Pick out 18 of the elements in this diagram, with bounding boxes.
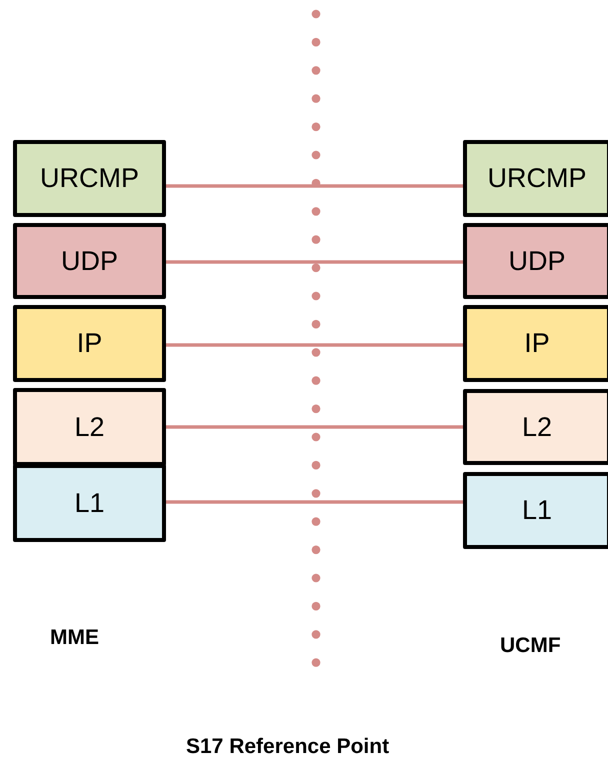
protocol-layer-box: URCMP (13, 140, 166, 217)
protocol-layer-box: L2 (13, 388, 166, 466)
connector-line (166, 260, 463, 264)
protocol-layer-box: L1 (13, 464, 166, 542)
protocol-layer-box: URCMP (463, 140, 608, 217)
caption: S17 Reference Point (186, 734, 390, 760)
protocol-layer-box: IP (463, 305, 608, 382)
entity-label: UCMF (500, 633, 561, 659)
protocol-layer-box: L1 (463, 472, 608, 549)
protocol-layer-box: UDP (13, 223, 166, 299)
protocol-layer-box: UDP (463, 223, 608, 299)
protocol-layer-box: L2 (463, 389, 608, 465)
connector-line (166, 500, 463, 504)
connector-line (166, 343, 463, 347)
connector-line (166, 425, 463, 429)
connector-line (166, 184, 463, 188)
protocol-layer-box: IP (13, 305, 166, 382)
entity-label: MME (50, 625, 99, 651)
